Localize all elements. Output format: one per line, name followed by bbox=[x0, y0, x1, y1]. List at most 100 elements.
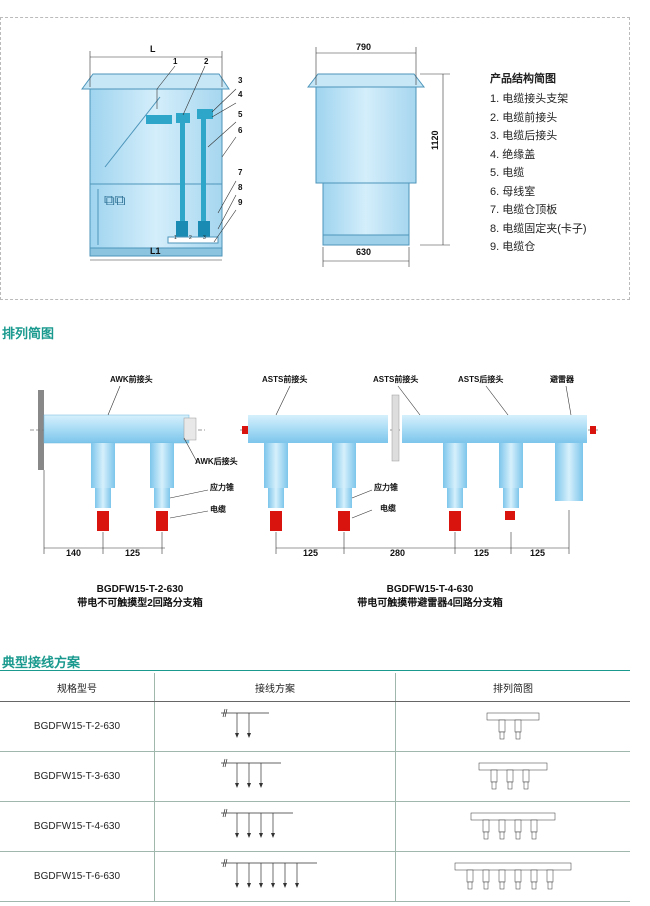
scheme-line bbox=[224, 808, 228, 818]
label-awk-front: AWK前接头 bbox=[110, 375, 153, 384]
mini-part bbox=[498, 869, 506, 883]
mini-part bbox=[514, 719, 522, 733]
mini-part bbox=[515, 831, 521, 840]
wiring-title-rule bbox=[0, 670, 630, 671]
arrow-icon bbox=[247, 883, 251, 888]
row-arrangement bbox=[395, 701, 630, 752]
scheme-line bbox=[222, 708, 226, 718]
legend-item: 1. 电缆接头支架 bbox=[490, 93, 569, 105]
dim-L: L bbox=[150, 44, 156, 54]
legend-item: 2. 电缆前接头 bbox=[490, 111, 558, 124]
mini-part bbox=[478, 762, 548, 771]
right-arrangement bbox=[240, 385, 600, 554]
row-model: BGDFW15-T-4-630 bbox=[0, 801, 155, 852]
callout-8: 8 bbox=[238, 183, 243, 192]
label-asts-rear: ASTS后接头 bbox=[458, 375, 504, 384]
mini-part bbox=[486, 712, 540, 721]
arrow-icon bbox=[295, 883, 299, 888]
mini-part bbox=[498, 719, 506, 733]
legend-item: 7. 电缆仓顶板 bbox=[490, 204, 558, 216]
callout-9: 9 bbox=[238, 198, 243, 207]
label-awk-rear: AWK后接头 bbox=[195, 457, 238, 466]
wiring-title: 典型接线方案 bbox=[2, 655, 81, 670]
cabinet-front-view bbox=[306, 47, 450, 267]
row-model: BGDFW15-T-6-630 bbox=[0, 851, 155, 902]
legend-item: 8. 电缆固定夹(卡子) bbox=[490, 222, 587, 235]
wiring-scheme-diagram bbox=[221, 858, 317, 888]
arrow-icon bbox=[235, 833, 239, 838]
mini-part bbox=[499, 831, 505, 840]
mini-part bbox=[523, 781, 529, 790]
mini-arrangement-diagram bbox=[454, 862, 572, 890]
row-model: BGDFW15-T-3-630 bbox=[0, 751, 155, 802]
callout-7: 7 bbox=[238, 168, 243, 177]
arrow-icon bbox=[259, 833, 263, 838]
row-model: BGDFW15-T-2-630 bbox=[0, 701, 155, 752]
mini-part bbox=[454, 862, 572, 871]
legend-item: 6. 母线室 bbox=[490, 185, 536, 198]
mini-part bbox=[514, 869, 522, 883]
arrow-icon bbox=[247, 733, 251, 738]
arrow-icon bbox=[235, 883, 239, 888]
left-arrangement bbox=[30, 385, 209, 554]
dim-125-b: 125 bbox=[474, 548, 490, 558]
caption-right: BGDFW15-T-4-630 带电可触摸带避雷器4回路分支箱 bbox=[330, 583, 530, 611]
clip-label-2: 2 bbox=[189, 235, 192, 241]
header-arrangement: 排列简图 bbox=[395, 673, 630, 702]
dim-125-c: 125 bbox=[530, 548, 546, 558]
label-cable-left: 电缆 bbox=[210, 505, 226, 514]
mini-part bbox=[467, 881, 473, 890]
table-row: BGDFW15-T-4-630 bbox=[0, 801, 630, 852]
dim-790: 790 bbox=[356, 42, 372, 52]
mini-part bbox=[515, 731, 521, 740]
mini-part bbox=[499, 881, 505, 890]
header-scheme: 接线方案 bbox=[154, 673, 396, 702]
mini-part bbox=[498, 819, 506, 833]
mini-arrangement-diagram bbox=[478, 762, 548, 790]
mini-part bbox=[507, 781, 513, 790]
scheme-line bbox=[224, 708, 228, 718]
header-model: 规格型号 bbox=[0, 673, 155, 702]
row-scheme bbox=[154, 851, 396, 902]
row-arrangement bbox=[395, 851, 630, 902]
arrow-icon bbox=[235, 783, 239, 788]
mini-part bbox=[470, 812, 556, 821]
cabinet-side-view: ⧉⧉ bbox=[81, 51, 237, 261]
legend-item: 4. 绝缘盖 bbox=[490, 148, 536, 161]
mini-part bbox=[514, 819, 522, 833]
legend-item: 3. 电缆后接头 bbox=[490, 130, 558, 142]
mini-part bbox=[466, 869, 474, 883]
row-arrangement bbox=[395, 801, 630, 852]
callout-1: 1 bbox=[173, 57, 178, 66]
table-row: BGDFW15-T-6-630 bbox=[0, 851, 630, 902]
dim-125-a: 125 bbox=[303, 548, 319, 558]
wiring-scheme-diagram bbox=[221, 708, 269, 738]
dim-280: 280 bbox=[390, 548, 406, 558]
mini-part bbox=[515, 881, 521, 890]
dim-1120: 1120 bbox=[430, 130, 440, 150]
mini-part bbox=[491, 781, 497, 790]
wiring-scheme-diagram bbox=[221, 758, 281, 788]
wiring-scheme-diagram bbox=[221, 808, 293, 838]
mini-arrangement-diagram bbox=[486, 712, 540, 740]
row-arrangement bbox=[395, 751, 630, 802]
scheme-line bbox=[224, 858, 228, 868]
scheme-line bbox=[224, 758, 228, 768]
arrow-icon bbox=[283, 883, 287, 888]
dim-125-left: 125 bbox=[125, 548, 141, 558]
mini-part bbox=[483, 881, 489, 890]
label-arrester: 避雷器 bbox=[550, 375, 574, 384]
table-row: BGDFW15-T-2-630 bbox=[0, 701, 630, 752]
dim-L1: L1 bbox=[150, 246, 161, 256]
clip-label-1: 1 bbox=[174, 235, 177, 241]
mini-part bbox=[482, 819, 490, 833]
caption-left: BGDFW15-T-2-630 带电不可触摸型2回路分支箱 bbox=[60, 583, 220, 611]
callout-4: 4 bbox=[238, 90, 243, 99]
mini-part bbox=[490, 769, 498, 783]
mini-part bbox=[546, 869, 554, 883]
mini-part bbox=[499, 731, 505, 740]
label-asts-front-2: ASTS前接头 bbox=[373, 375, 419, 384]
arrow-icon bbox=[247, 833, 251, 838]
legend-item: 5. 电缆 bbox=[490, 167, 525, 179]
